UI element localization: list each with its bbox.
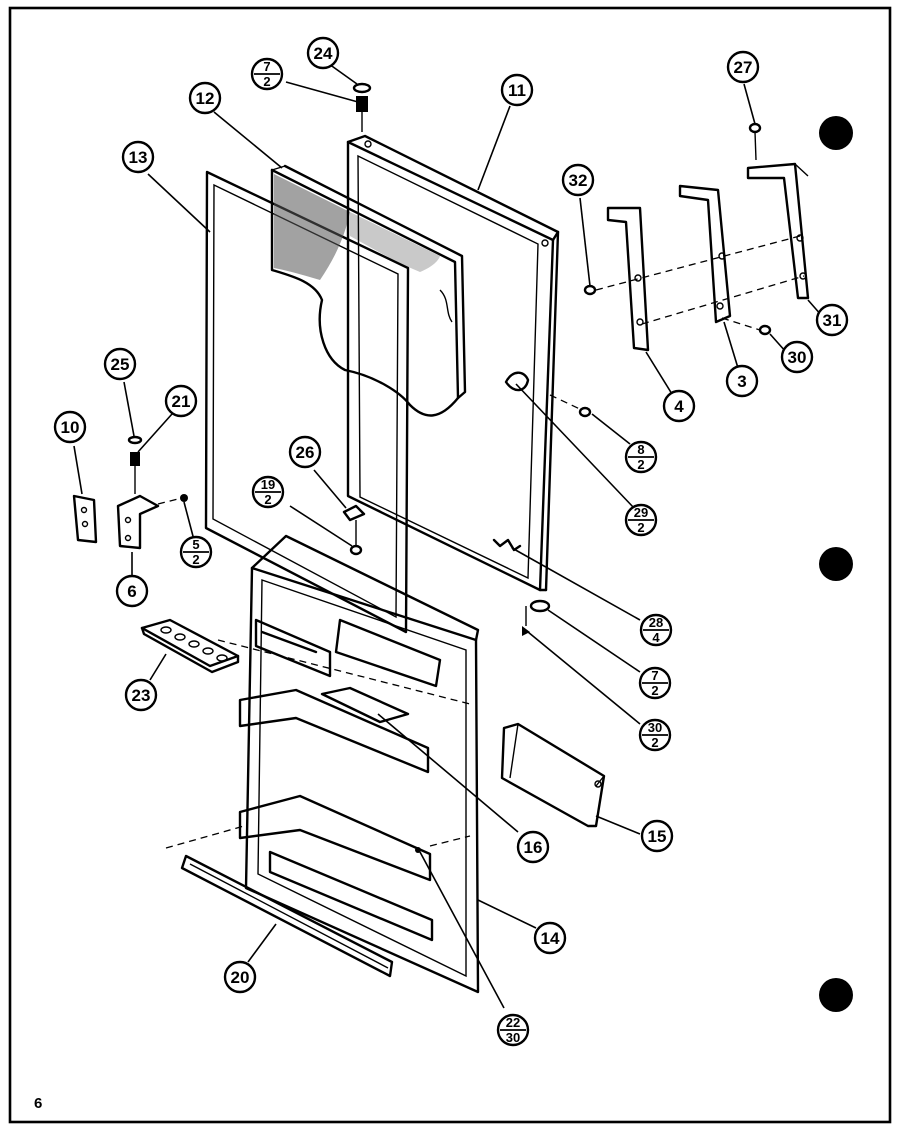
callout-21: 21: [164, 384, 198, 418]
callout-13: 13: [121, 140, 155, 174]
callout-31: 31: [815, 303, 849, 337]
part-14-door-liner: [238, 534, 480, 994]
callout-7-over-2-top: 72: [250, 57, 284, 91]
callout-27: 27: [726, 50, 760, 84]
svg-text:4: 4: [652, 630, 660, 645]
callout-16: 16: [516, 830, 550, 864]
part-23-egg-tray: [140, 618, 240, 674]
svg-text:30: 30: [506, 1030, 520, 1045]
svg-text:2: 2: [637, 457, 644, 472]
lower-hinge-hardware: [522, 599, 551, 636]
callout-28-over-4: 284: [639, 613, 673, 647]
callout-11: 11: [500, 73, 534, 107]
svg-text:26: 26: [296, 443, 315, 462]
callout-29-over-2: 292: [624, 503, 658, 537]
svg-text:23: 23: [132, 686, 151, 705]
part-19-screw: [349, 520, 363, 556]
hinge-alignment-line-4: [721, 317, 761, 331]
svg-text:2: 2: [651, 735, 658, 750]
svg-text:2: 2: [263, 74, 270, 89]
part-4-hinge-bracket: [606, 206, 650, 352]
svg-text:14: 14: [541, 929, 560, 948]
callout-25: 25: [103, 347, 137, 381]
binder-hole-middle: [819, 547, 853, 581]
callout-7-over-2-bottom: 72: [638, 666, 672, 700]
svg-text:12: 12: [196, 89, 215, 108]
part-31-hinge-bracket: [746, 162, 810, 300]
svg-text:19: 19: [261, 477, 275, 492]
svg-text:32: 32: [569, 171, 588, 190]
part-12-insulation-panel: [270, 164, 467, 417]
svg-text:11: 11: [508, 81, 526, 100]
svg-text:28: 28: [649, 615, 663, 630]
svg-text:30: 30: [648, 720, 662, 735]
svg-text:7: 7: [263, 59, 270, 74]
hinge-alignment-line-2: [641, 275, 805, 325]
callout-3: 3: [725, 364, 759, 398]
callout-15: 15: [640, 819, 674, 853]
part-20-bottom-trim: [180, 854, 394, 978]
svg-text:5: 5: [192, 537, 199, 552]
hinge-alignment-line-3: [549, 394, 583, 411]
callout-20: 20: [223, 960, 257, 994]
part-6-handle-bracket: [116, 435, 188, 550]
svg-text:6: 6: [127, 582, 136, 601]
svg-text:15: 15: [648, 827, 667, 846]
svg-text:30: 30: [788, 348, 807, 367]
callout-26: 26: [288, 435, 322, 469]
svg-text:2: 2: [264, 492, 271, 507]
callout-5-over-2: 52: [179, 535, 213, 569]
svg-text:10: 10: [61, 418, 80, 437]
svg-text:29: 29: [634, 505, 648, 520]
liner-alignment-line-2: [165, 825, 245, 849]
callout-24: 24: [306, 36, 340, 70]
part-3-hinge-bracket: [678, 184, 732, 324]
svg-text:22: 22: [506, 1015, 520, 1030]
callout-19-over-2: 192: [251, 475, 285, 509]
top-hinge-hardware: [352, 82, 372, 132]
svg-text:27: 27: [734, 58, 753, 77]
part-10-handle-cap: [72, 494, 98, 544]
page-number: 6: [34, 1095, 42, 1112]
liner-alignment-line-1: [217, 639, 471, 705]
callout-32: 32: [561, 163, 595, 197]
part-15-retainer-bar: [500, 722, 606, 828]
callout-12: 12: [188, 81, 222, 115]
callout-30: 30: [780, 340, 814, 374]
callout-10: 10: [53, 410, 87, 444]
svg-text:16: 16: [524, 838, 543, 857]
binder-hole-top: [819, 116, 853, 150]
callout-30-over-2: 302: [638, 718, 672, 752]
svg-text:31: 31: [823, 311, 842, 330]
leader-lines: [73, 63, 823, 1009]
callout-6: 6: [115, 574, 149, 608]
svg-text:2: 2: [637, 520, 644, 535]
part-11-door-frame: [346, 134, 560, 592]
svg-text:3: 3: [737, 372, 746, 391]
svg-text:20: 20: [231, 968, 250, 987]
svg-text:13: 13: [129, 148, 148, 167]
callout-14: 14: [533, 921, 567, 955]
page-frame: [8, 6, 892, 1124]
callout-23: 23: [124, 678, 158, 712]
svg-text:25: 25: [111, 355, 130, 374]
svg-text:4: 4: [674, 397, 684, 416]
svg-text:7: 7: [651, 668, 658, 683]
svg-text:21: 21: [172, 392, 191, 411]
callout-4: 4: [662, 389, 696, 423]
svg-text:2: 2: [192, 552, 199, 567]
svg-text:8: 8: [637, 442, 644, 457]
part-26-clip: [342, 504, 366, 522]
svg-text:2: 2: [651, 683, 658, 698]
callout-8-over-2: 82: [624, 440, 658, 474]
liner-alignment-line-3: [429, 835, 471, 847]
svg-text:24: 24: [314, 44, 333, 63]
binder-hole-bottom: [819, 978, 853, 1012]
